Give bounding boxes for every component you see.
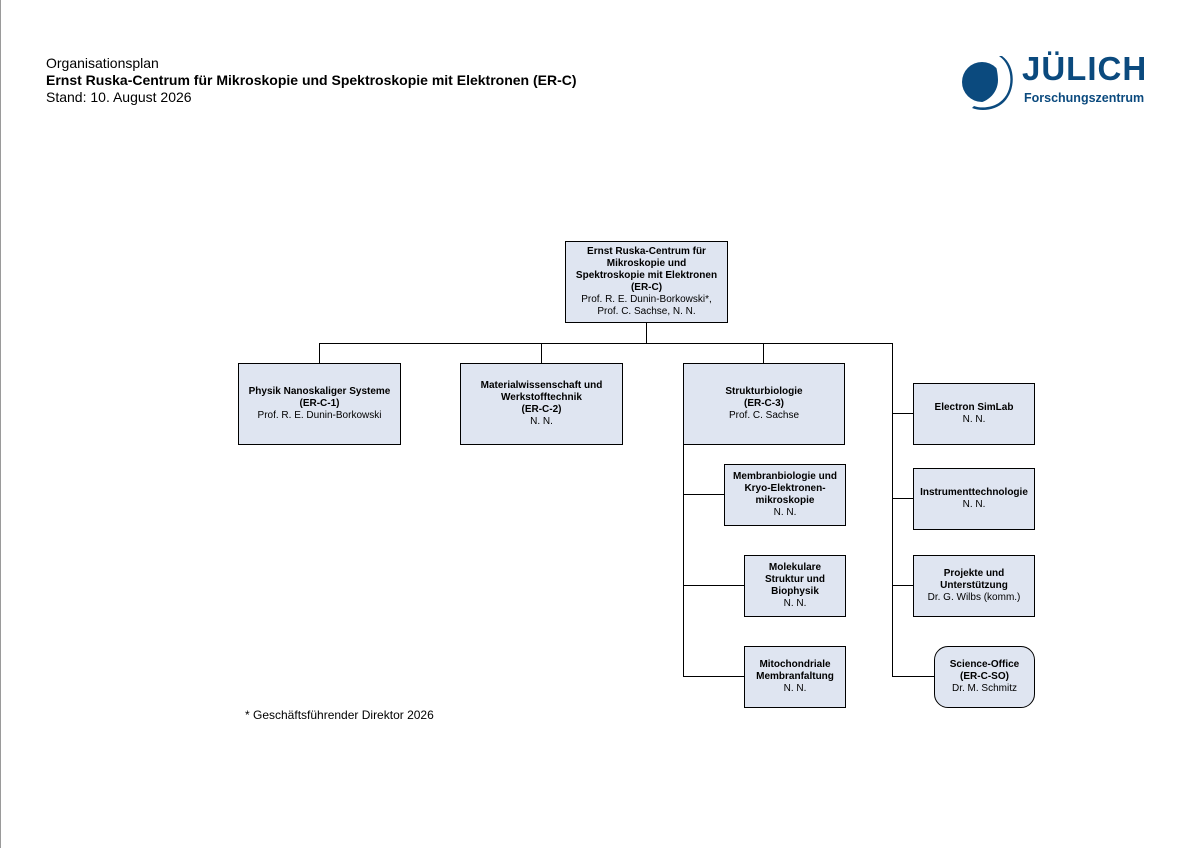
er-c-name-line3: Spektroskopie mit Elektronen — [575, 270, 718, 281]
er-c-2-head: N. N. — [530, 416, 553, 427]
er-c-2-name-line2: Werkstofftechnik — [501, 392, 582, 403]
mito-head: N. N. — [783, 683, 807, 694]
er-c-1-head: Prof. R. E. Dunin-Borkowski — [257, 410, 382, 421]
org-box-electron-simlab: Electron SimLab N. N. — [913, 383, 1035, 445]
org-box-membranbiologie: Membranbiologie und Kryo-Elektronen- mik… — [724, 464, 846, 526]
instrument-name: Instrumenttechnologie — [920, 487, 1028, 498]
er-c-3-name: Strukturbiologie — [725, 386, 803, 397]
er-c-people-line1: Prof. R. E. Dunin-Borkowski*, — [581, 294, 712, 305]
membran-name-line3: mikroskopie — [755, 495, 815, 506]
org-box-er-c-3: Strukturbiologie (ER-C-3) Prof. C. Sachs… — [683, 363, 845, 445]
footnote: * Geschäftsführender Direktor 2026 — [245, 708, 434, 722]
header: Organisationsplan Ernst Ruska-Centrum fü… — [46, 55, 577, 106]
page-title: Ernst Ruska-Centrum für Mikroskopie und … — [46, 72, 577, 88]
molekular-name-line2: Struktur und — [765, 574, 825, 585]
instrument-head: N. N. — [962, 499, 986, 510]
er-c-3-code: (ER-C-3) — [744, 398, 784, 409]
header-line1: Organisationsplan — [46, 55, 159, 71]
science-office-head: Dr. M. Schmitz — [951, 683, 1017, 694]
org-box-er-c-2: Materialwissenschaft und Werkstofftechni… — [460, 363, 623, 445]
org-box-er-c: Ernst Ruska-Centrum für Mikroskopie und … — [565, 241, 728, 323]
juelich-emblem-icon — [962, 56, 1013, 110]
science-office-name: Science-Office — [949, 659, 1020, 670]
org-box-science-office: Science-Office (ER-C-SO) Dr. M. Schmitz — [934, 646, 1035, 708]
er-c-name-line1: Ernst Ruska-Centrum für — [587, 246, 706, 257]
org-box-instrumenttechnologie: Instrumenttechnologie N. N. — [913, 468, 1035, 530]
er-c-1-name: Physik Nanoskaliger Systeme — [248, 386, 391, 397]
er-c-name-line2: Mikroskopie und — [606, 258, 687, 269]
header-date: Stand: 10. August 2026 — [46, 89, 192, 105]
er-c-1-code: (ER-C-1) — [299, 398, 340, 409]
org-box-er-c-1: Physik Nanoskaliger Systeme (ER-C-1) Pro… — [238, 363, 401, 445]
er-c-3-head: Prof. C. Sachse — [728, 410, 800, 421]
simlab-name: Electron SimLab — [934, 402, 1014, 413]
org-box-mitochondriale: Mitochondriale Membranfaltung N. N. — [744, 646, 846, 708]
projekte-name-line1: Projekte und — [943, 568, 1005, 579]
logo-tagline: Forschungszentrum — [1024, 91, 1145, 105]
projekte-head: Dr. G. Wilbs (komm.) — [927, 592, 1021, 603]
molekular-head: N. N. — [783, 598, 807, 609]
juelich-logo: JÜLICH Forschungszentrum — [958, 50, 1148, 110]
er-c-2-name-line1: Materialwissenschaft und — [480, 380, 603, 391]
science-office-code: (ER-C-SO) — [960, 671, 1009, 682]
molekular-name-line3: Biophysik — [771, 586, 819, 597]
membran-head: N. N. — [773, 507, 797, 518]
er-c-2-code: (ER-C-2) — [521, 404, 562, 415]
page-edge — [0, 0, 1, 848]
logo-wordmark: JÜLICH — [1022, 50, 1148, 87]
membran-name-line2: Kryo-Elektronen- — [744, 483, 826, 494]
molekular-name-line1: Molekulare — [768, 562, 822, 573]
simlab-head: N. N. — [962, 414, 986, 425]
org-box-projekte: Projekte und Unterstützung Dr. G. Wilbs … — [913, 555, 1035, 617]
mito-name-line1: Mitochondriale — [759, 659, 831, 670]
er-c-people-line2: Prof. C. Sachse, N. N. — [597, 306, 696, 317]
projekte-name-line2: Unterstützung — [940, 580, 1008, 591]
org-box-molekulare-struktur: Molekulare Struktur und Biophysik N. N. — [744, 555, 846, 617]
membran-name-line1: Membranbiologie und — [733, 471, 837, 482]
mito-name-line2: Membranfaltung — [756, 671, 834, 682]
er-c-name-line4: (ER-C) — [630, 282, 663, 293]
